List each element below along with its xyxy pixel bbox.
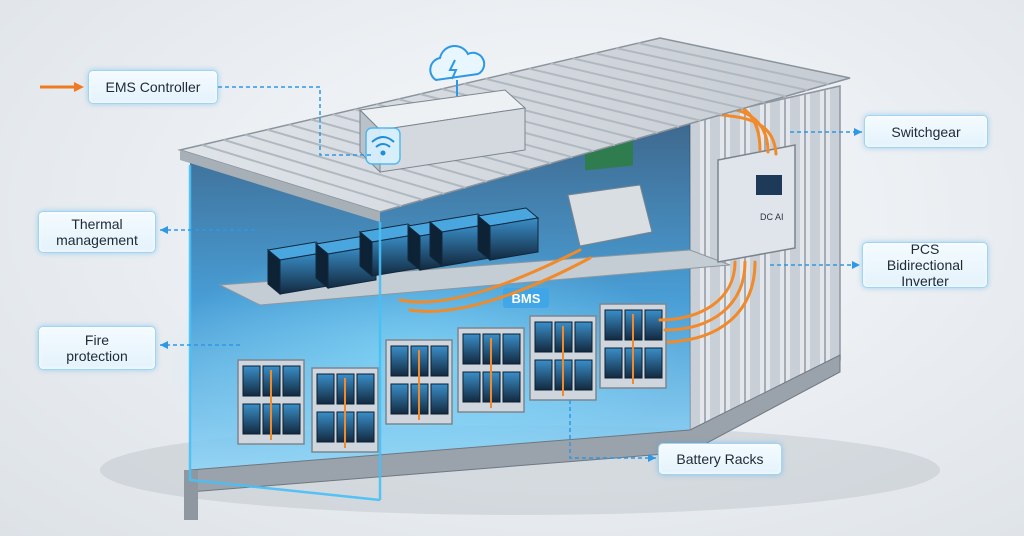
battery-rack	[385, 339, 453, 425]
pcs-inverter-callout: PCS Bidirectional Inverter	[862, 241, 988, 289]
battery-racks-callout: Battery Racks	[658, 443, 782, 475]
upper-battery-modules	[266, 207, 540, 296]
switchgear-callout: Switchgear	[864, 115, 988, 148]
cloud-icon	[429, 44, 486, 96]
switchgear-label: Switchgear	[891, 123, 961, 140]
pcs-inverter-label: PCS Bidirectional Inverter	[886, 241, 964, 289]
thermal-management-label: Thermal management	[56, 216, 138, 248]
battery-rack	[237, 359, 305, 445]
upper-battery-module	[266, 241, 330, 296]
glow-frame	[188, 165, 382, 502]
ems-controller-callout: EMS Controller	[88, 70, 218, 104]
fire-protection-label: Fire protection	[66, 332, 128, 364]
battery-rack	[311, 367, 379, 453]
pcs-display	[756, 175, 782, 195]
battery-racks-group	[237, 303, 667, 453]
orange-input-arrow	[40, 82, 84, 92]
wifi-icon	[365, 127, 401, 165]
bms-label: BMS	[503, 288, 549, 308]
upper-battery-module	[476, 207, 540, 262]
thermal-management-callout: Thermal management	[38, 211, 156, 253]
roof-front-edge	[180, 150, 380, 222]
fire-protection-callout: Fire protection	[38, 326, 156, 370]
battery-racks-label: Battery Racks	[676, 451, 764, 467]
leader-arrowheads	[160, 128, 862, 462]
pcs-inverter-cabinet: DC AI	[717, 144, 796, 263]
battery-rack	[529, 315, 597, 401]
front-corner-post	[184, 470, 198, 520]
battery-rack	[457, 327, 525, 413]
battery-shelf	[218, 249, 731, 306]
battery-rack	[599, 303, 667, 389]
svg-text:BMS: BMS	[512, 291, 541, 306]
svg-text:DC AI: DC AI	[760, 212, 784, 222]
leader-lines	[160, 86, 862, 459]
ems-controller-label: EMS Controller	[105, 79, 201, 95]
